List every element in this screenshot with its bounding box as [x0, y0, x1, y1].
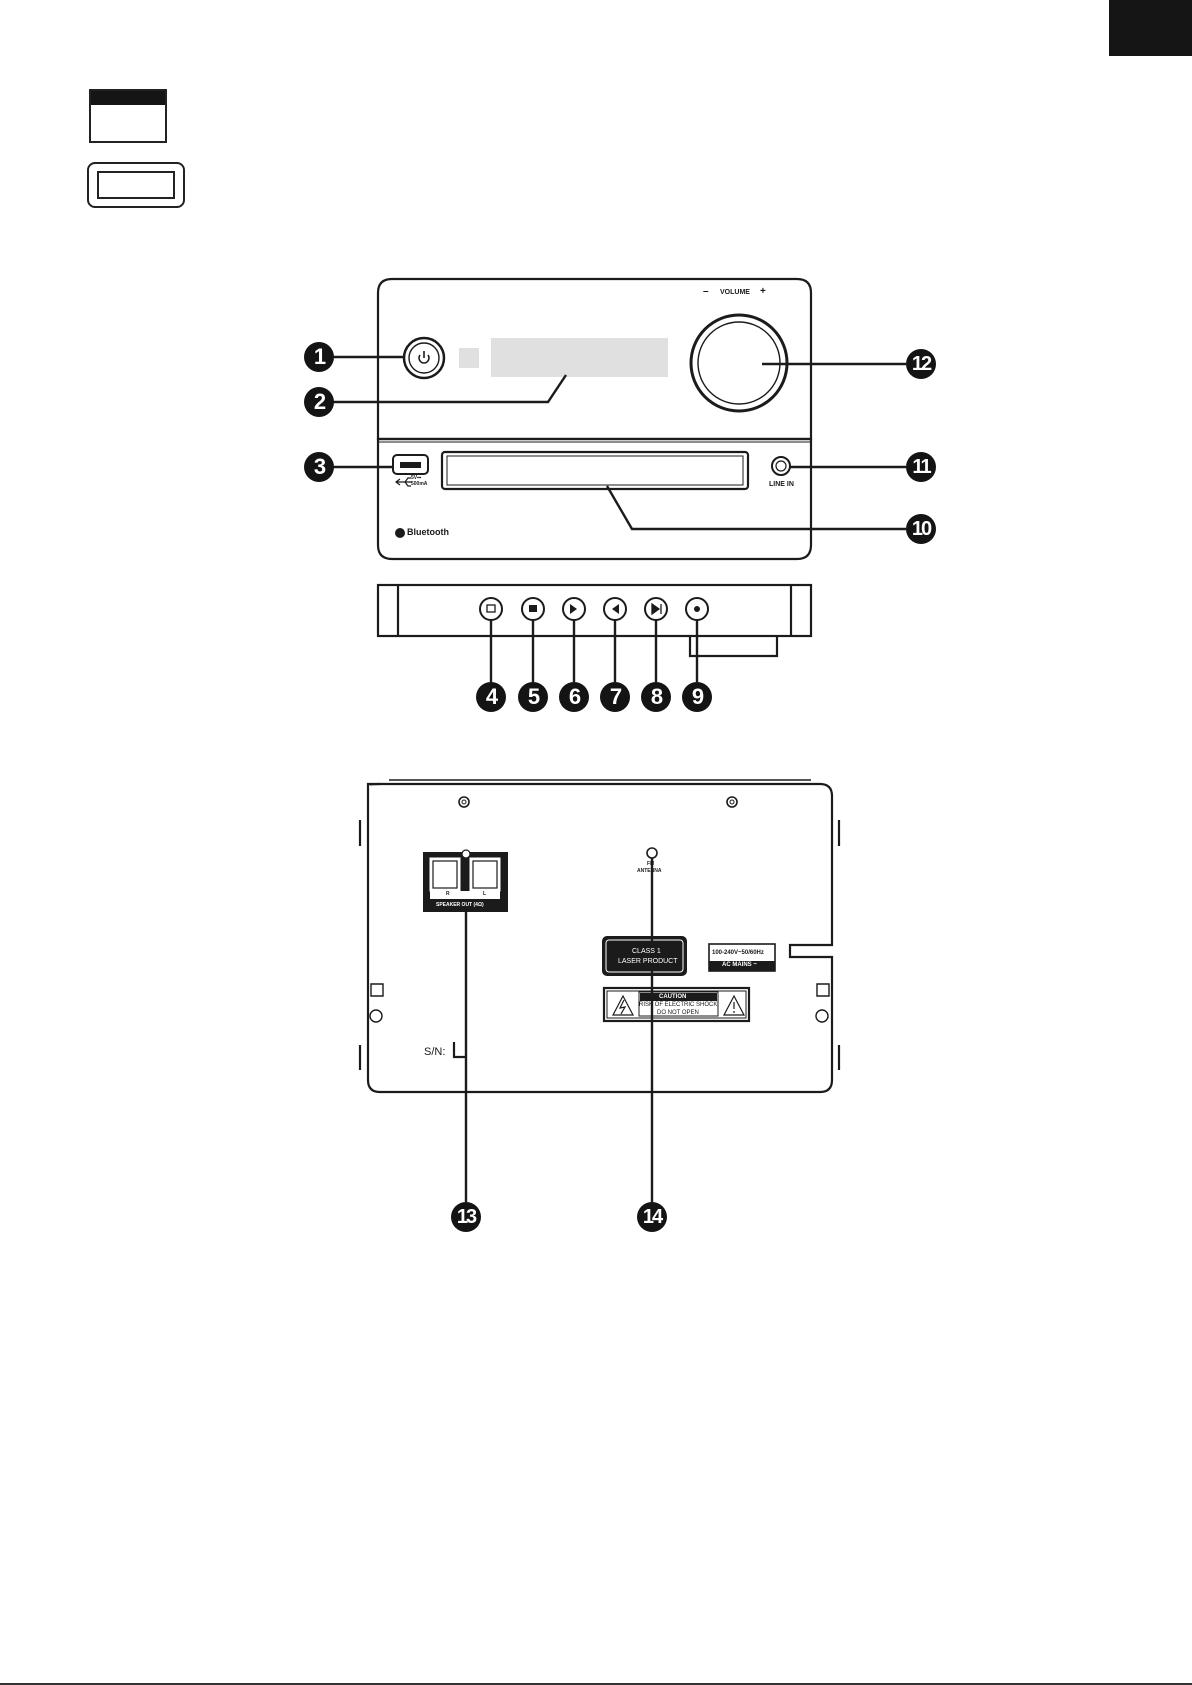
- callout-3: 3: [304, 452, 334, 482]
- display-window: [491, 338, 668, 377]
- line-in-jack: [772, 457, 790, 475]
- callout-9: 9: [682, 682, 712, 712]
- caution-line2: DO NOT OPEN: [657, 1010, 699, 1016]
- cd-slot: [442, 452, 748, 489]
- callout-1: 1: [304, 342, 334, 372]
- volume-plus: +: [760, 287, 766, 297]
- speaker-r-label: R: [446, 892, 450, 897]
- line-in-label: LINE IN: [769, 481, 794, 488]
- serial-label: S/N:: [424, 1047, 445, 1058]
- previous-icon: [610, 604, 619, 614]
- fm-antenna-socket: [647, 848, 657, 858]
- exclamation-warning-icon: [724, 996, 744, 1015]
- usb-rating-line2: 500mA: [411, 482, 427, 487]
- callout-14: 14: [637, 1202, 667, 1232]
- play-pause-icon: [570, 604, 577, 614]
- lightning-warning-icon: [613, 996, 633, 1015]
- callout-4: 4: [476, 682, 506, 712]
- usb-icon: [396, 478, 412, 486]
- fm-antenna-label-2: ANTENNA: [637, 869, 661, 874]
- fm-antenna-label-1: FM: [647, 862, 654, 867]
- ac-mains-label-text: AC MAINS ~: [722, 962, 757, 968]
- callout-12: 12: [906, 349, 936, 379]
- volume-label: VOLUME: [720, 289, 750, 296]
- caution-title: CAUTION: [659, 994, 686, 1000]
- speaker-out-label: SPEAKER OUT (4Ω): [436, 903, 484, 908]
- speaker-l-label: L: [483, 892, 486, 897]
- volume-minus: –: [703, 287, 709, 297]
- caution-line1: RISK OF ELECTRIC SHOCK: [639, 1002, 717, 1008]
- pairing-icon: [694, 606, 700, 612]
- bluetooth-label: Bluetooth: [407, 528, 449, 537]
- power-icon: [419, 351, 429, 363]
- callout-7: 7: [600, 682, 630, 712]
- laser-label-line1: CLASS 1: [632, 948, 661, 955]
- serial-bracket: [454, 1042, 466, 1057]
- top-view: [378, 585, 811, 656]
- laser-label: [602, 936, 687, 976]
- callout-10: 10: [906, 514, 936, 544]
- callout-11: 11: [906, 452, 936, 482]
- bluetooth-icon: [395, 528, 405, 538]
- callout-6: 6: [559, 682, 589, 712]
- ac-rating-label: 100-240V~50/60Hz: [712, 950, 764, 956]
- front-unit: [378, 279, 811, 559]
- laser-label-line2: LASER PRODUCT: [618, 958, 678, 965]
- callout-2: 2: [304, 387, 334, 417]
- mode-icon: [487, 605, 495, 612]
- ir-sensor-window: [459, 348, 479, 368]
- callout-5: 5: [518, 682, 548, 712]
- callout-13: 13: [451, 1202, 481, 1232]
- callout-8: 8: [641, 682, 671, 712]
- stop-icon: [529, 605, 537, 612]
- next-icon: [652, 604, 661, 614]
- top-buttons: [480, 598, 708, 620]
